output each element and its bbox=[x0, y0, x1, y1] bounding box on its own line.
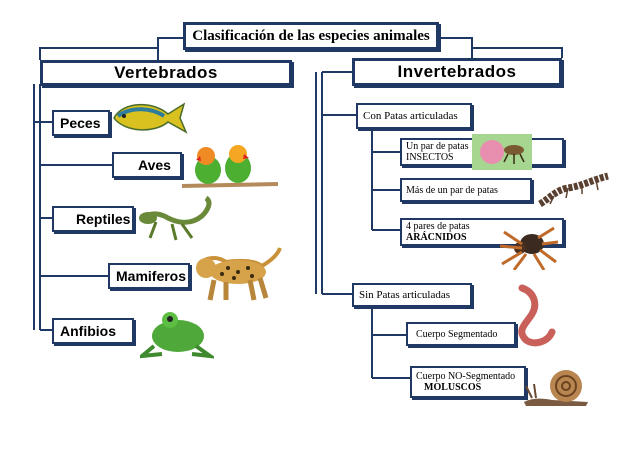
diagram-title-text: Clasificación de las especies animales bbox=[192, 27, 430, 44]
leaf-insectos-line1: Un par de patas bbox=[406, 141, 469, 152]
spider-icon bbox=[499, 226, 559, 270]
birds-icon bbox=[181, 145, 279, 188]
category-aves: Aves bbox=[112, 152, 182, 178]
frog-icon bbox=[140, 312, 214, 359]
con-patas-box: Con Patas articuladas bbox=[356, 103, 472, 129]
category-peces-label: Peces bbox=[60, 115, 101, 131]
con-patas-label: Con Patas articuladas bbox=[363, 110, 458, 122]
leaf-segmentado: Cuerpo Segmentado bbox=[406, 322, 516, 346]
fish-icon bbox=[113, 102, 188, 134]
leaf-aracnidos: 4 pares de patas ARÁCNIDOS bbox=[400, 218, 564, 246]
leaf-miriapodos: Más de un par de patas bbox=[400, 178, 532, 202]
leaf-aracnidos-line2: ARÁCNIDOS bbox=[406, 232, 467, 243]
worm-icon bbox=[518, 284, 556, 347]
category-mamiferos: Mamiferos bbox=[108, 263, 190, 289]
leaf-moluscos-line2: MOLUSCOS bbox=[424, 382, 482, 393]
sin-patas-label: Sin Patas articuladas bbox=[359, 289, 451, 301]
leaf-segmentado-line1: Cuerpo Segmentado bbox=[416, 328, 498, 340]
lizard-icon bbox=[139, 195, 212, 241]
invertebrados-label: Invertebrados bbox=[397, 62, 517, 81]
snail-icon bbox=[524, 370, 588, 406]
invertebrados-header: Invertebrados bbox=[352, 58, 562, 86]
diagram-title: Clasificación de las especies animales bbox=[183, 22, 439, 50]
category-peces: Peces bbox=[52, 110, 110, 136]
leaf-aracnidos-line1: 4 pares de patas bbox=[406, 221, 470, 232]
leaf-insectos-line2: INSECTOS bbox=[406, 152, 454, 163]
category-aves-label: Aves bbox=[138, 157, 171, 173]
sin-patas-box: Sin Patas articuladas bbox=[352, 283, 472, 307]
vertebrados-label: Vertebrados bbox=[114, 63, 218, 82]
leaf-miriapodos-line1: Más de un par de patas bbox=[406, 184, 498, 196]
vertebrados-header: Vertebrados bbox=[40, 60, 292, 86]
category-mamiferos-label: Mamiferos bbox=[116, 268, 187, 284]
leaf-moluscos-line1: Cuerpo NO-Segmentado bbox=[416, 371, 516, 382]
insect-icon bbox=[472, 134, 532, 170]
leaf-moluscos: Cuerpo NO-Segmentado MOLUSCOS bbox=[410, 366, 526, 398]
category-reptiles-label: Reptiles bbox=[76, 211, 131, 227]
centipede-icon bbox=[538, 172, 609, 208]
category-reptiles: Reptiles bbox=[52, 206, 134, 232]
jaguar-icon bbox=[196, 247, 282, 301]
category-anfibios-label: Anfibios bbox=[60, 323, 116, 339]
category-anfibios: Anfibios bbox=[52, 318, 134, 344]
